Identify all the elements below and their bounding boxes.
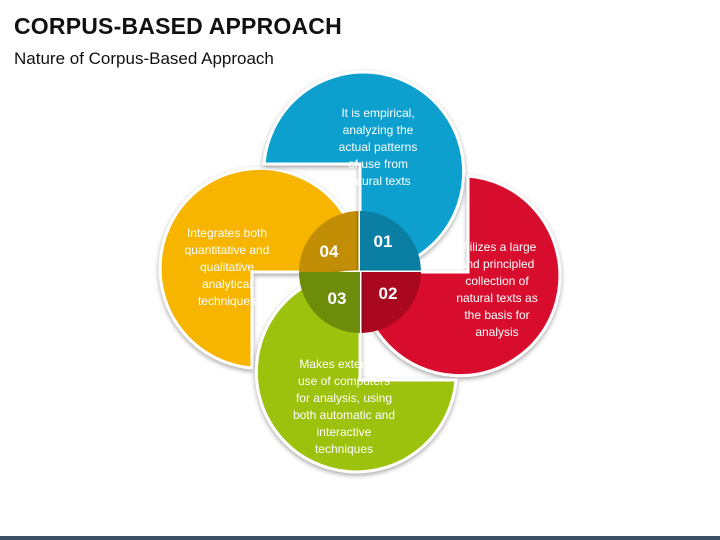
petal-01-text-line: of use from [348, 157, 408, 171]
page-title: CORPUS-BASED APPROACH [14, 13, 342, 39]
petal-03-text-line: Makes extensive [299, 357, 389, 371]
petal-01-hub [360, 211, 421, 272]
petal-01-text-line: actual patterns [339, 140, 418, 154]
petal-04-text-line: Integrates both [187, 226, 267, 240]
petal-02-text-line: and principled [460, 257, 535, 271]
petal-02-hub [360, 272, 421, 333]
petal-01-text-line: natural texts [345, 174, 410, 188]
petal-03-text-line: both automatic and [293, 408, 395, 422]
petal-04-number: 04 [320, 242, 339, 261]
footer-bar [0, 536, 720, 540]
petal-02-text-line: natural texts as [456, 291, 537, 305]
petal-02-text-line: analysis [475, 325, 518, 339]
page-subtitle: Nature of Corpus-Based Approach [14, 49, 274, 68]
petal-01 [262, 70, 466, 274]
petal-04-text-line: techniques [198, 294, 256, 308]
petal-03-text-line: interactive [317, 425, 372, 439]
petal-04-text-line: analytical [202, 277, 252, 291]
petal-03-hub [299, 272, 360, 333]
petal-01-text-line: analyzing the [343, 123, 414, 137]
petal-01-number: 01 [374, 232, 393, 251]
petal-04 [158, 166, 362, 370]
petal-02-text-line: Utilizes a large [458, 240, 537, 254]
four-petal-diagram: 01 02 03 04 It is empirical, analyzing t… [158, 70, 562, 474]
petal-03-text-line: for analysis, using [296, 391, 392, 405]
petal-02-number: 02 [379, 284, 398, 303]
petal-02-text-line: collection of [465, 274, 529, 288]
petal-02 [358, 174, 562, 378]
petal-04-hub [299, 211, 360, 272]
petal-02-text-line: the basis for [464, 308, 529, 322]
petal-03 [254, 270, 458, 474]
petal-03-text-line: use of computers [298, 374, 390, 388]
petal-01-text-line: It is empirical, [341, 106, 414, 120]
petal-04-text-line: quantitative and [185, 243, 270, 257]
petal-04-text-line: qualitative [200, 260, 254, 274]
petal-03-number: 03 [328, 289, 347, 308]
petal-03-text-line: techniques [315, 442, 373, 456]
